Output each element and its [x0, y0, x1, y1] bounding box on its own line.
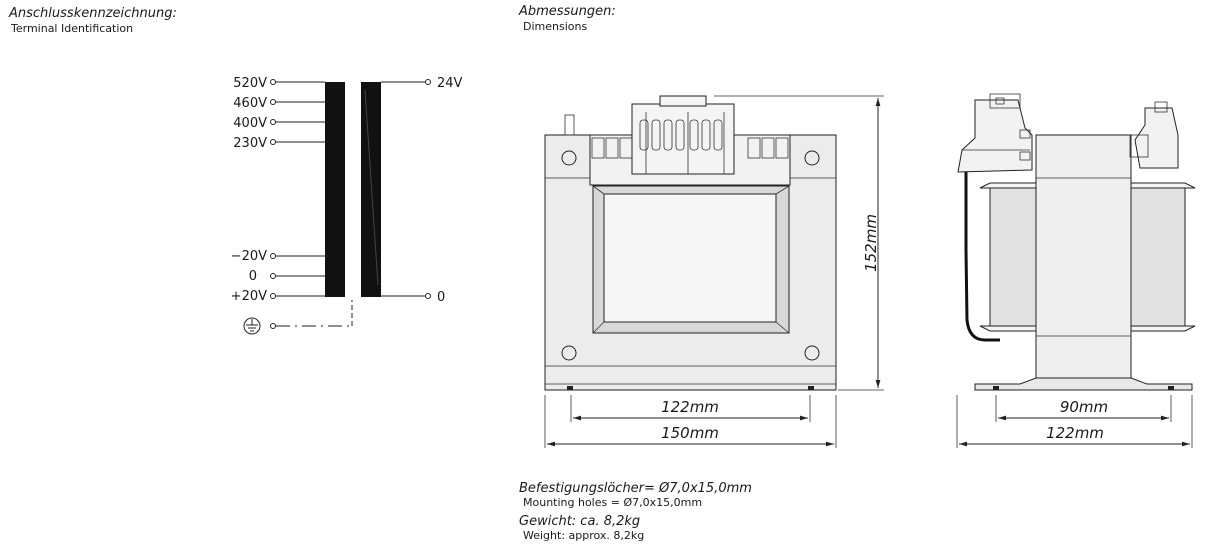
tap-label-230v: 230V	[233, 136, 267, 151]
dimensions-heading-en: Dimensions	[523, 20, 587, 33]
side-total-width-label: 122mm	[1046, 424, 1104, 442]
tap-label-0: 0	[249, 269, 257, 284]
front-view	[544, 95, 837, 391]
tap-label-24v: 24V	[437, 76, 463, 91]
terminal-schematic: 520V 460V 400V 230V −20V 0 +20V 24V 0	[231, 76, 463, 335]
weight-de: Gewicht: ca. 8,2kg	[519, 514, 640, 529]
mounting-holes-en: Mounting holes = Ø7,0x15,0mm	[523, 496, 702, 509]
dimensions-heading-de: Abmessungen:	[518, 4, 616, 19]
earth-ground-icon	[243, 317, 261, 335]
weight-en: Weight: approx. 8,2kg	[523, 529, 644, 542]
side-dimensions: 90mm 122mm	[956, 395, 1193, 448]
tap-label-460v: 460V	[233, 96, 267, 111]
tap-label-minus20v: −20V	[231, 249, 267, 264]
tap-label-400v: 400V	[233, 116, 267, 131]
terminal-heading-en: Terminal Identification	[10, 22, 133, 35]
terminal-heading-de: Anschlusskennzeichnung:	[8, 6, 177, 21]
tap-label-520v: 520V	[233, 76, 267, 91]
mounting-holes-de: Befestigungslöcher= Ø7,0x15,0mm	[519, 481, 752, 496]
primary-winding	[325, 82, 345, 297]
side-view	[957, 93, 1196, 391]
front-total-width-label: 150mm	[661, 424, 719, 442]
height-dimension-label: 152mm	[862, 214, 880, 272]
side-mount-width-label: 90mm	[1060, 398, 1108, 416]
secondary-winding	[361, 82, 381, 297]
tap-label-plus20v: +20V	[231, 289, 267, 304]
front-dimensions: 152mm 122mm 150mm	[544, 95, 884, 448]
tap-label-secondary-0: 0	[437, 290, 445, 305]
front-mount-width-label: 122mm	[661, 398, 719, 416]
